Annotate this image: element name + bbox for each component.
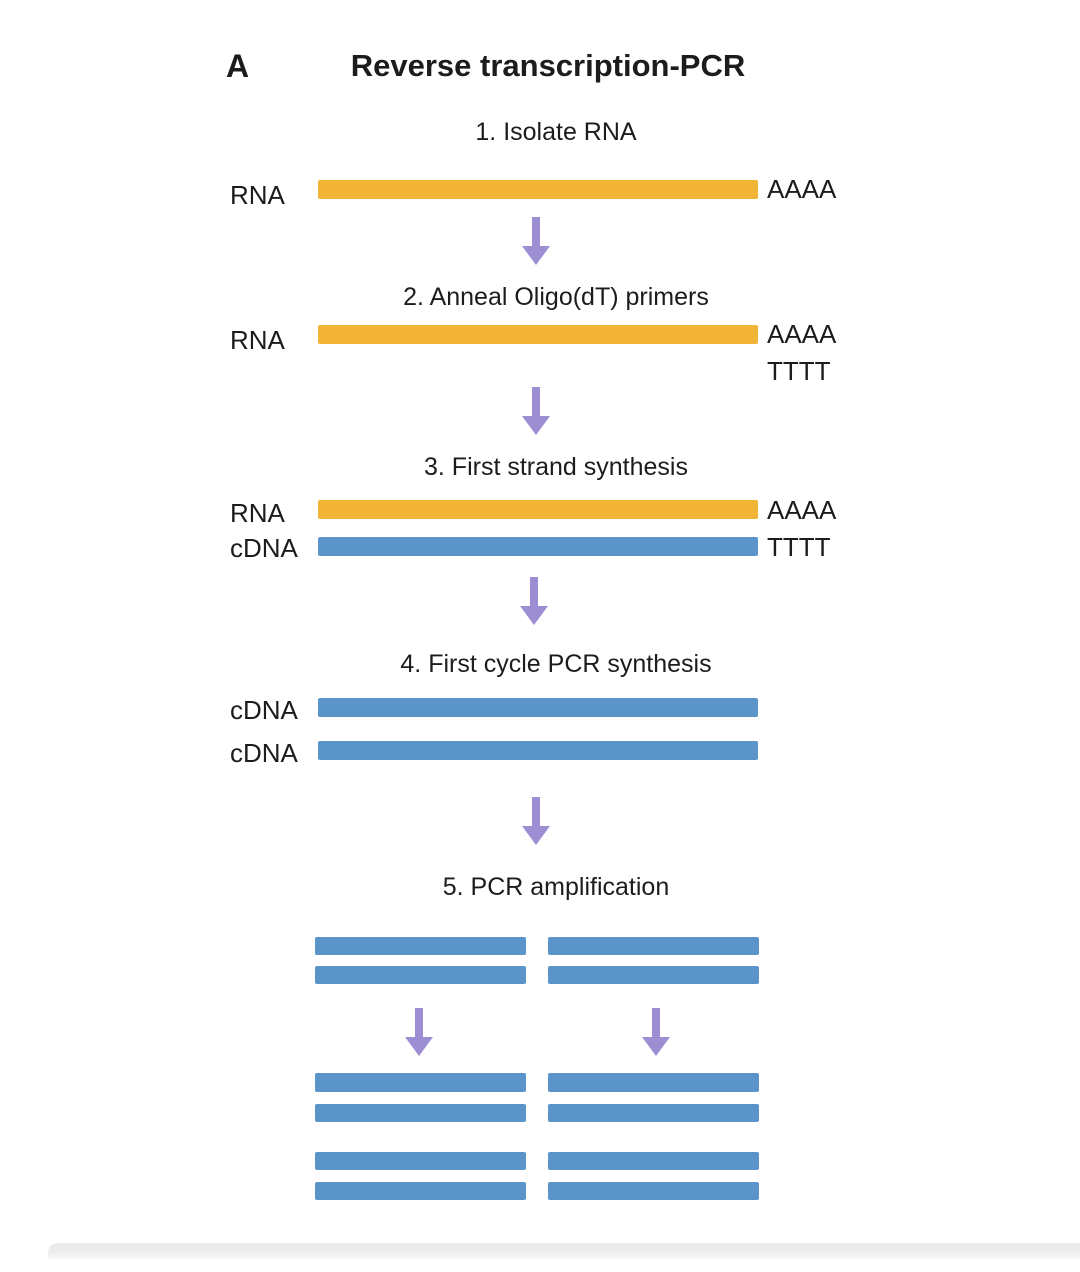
step5-topright-bar-1 xyxy=(548,937,759,955)
step3-polyA-tail: AAAA xyxy=(767,495,837,525)
arrow-head xyxy=(522,826,550,845)
arrow-stem xyxy=(532,387,540,416)
step4-cdna2-strand-bar xyxy=(318,741,758,760)
step2-rna-label: RNA xyxy=(230,325,285,355)
down-arrow-4 xyxy=(522,797,550,845)
step3-title: 3. First strand synthesis xyxy=(424,453,688,481)
step5-bottomright-bar-4 xyxy=(548,1182,759,1200)
arrow-head xyxy=(520,606,548,625)
step5-title: 5. PCR amplification xyxy=(442,873,670,901)
arrow-stem xyxy=(652,1008,660,1037)
arrow-head xyxy=(522,416,550,435)
step5-bottomleft-bar-4 xyxy=(315,1182,526,1200)
arrow-stem xyxy=(532,797,540,826)
step1-rna-strand-bar xyxy=(318,180,758,199)
down-arrow-1 xyxy=(522,217,550,265)
arrow-head xyxy=(642,1037,670,1056)
step2-oligodT-primer: TTTT xyxy=(767,356,831,386)
arrow-head xyxy=(522,246,550,265)
step4-cdna2-label: cDNA xyxy=(230,738,298,768)
panel-letter: A xyxy=(226,48,250,84)
step5-bottomleft-bar-1 xyxy=(315,1073,526,1092)
step5-bottomleft-bar-3 xyxy=(315,1152,526,1170)
arrow-stem xyxy=(532,217,540,246)
step4-cdna1-label: cDNA xyxy=(230,695,298,725)
diagram-title: Reverse transcription-PCR xyxy=(350,48,746,83)
step2-rna-strand-bar xyxy=(318,325,758,344)
step5-topleft-bar-1 xyxy=(315,937,526,955)
step3-cdna-label: cDNA xyxy=(230,533,298,563)
step2-polyA-tail: AAAA xyxy=(767,319,837,349)
arrow-stem xyxy=(415,1008,423,1037)
step2-title: 2. Anneal Oligo(dT) primers xyxy=(403,283,709,311)
step3-polyT-tail: TTTT xyxy=(767,532,831,562)
arrow-stem xyxy=(530,577,538,606)
step1-rna-label: RNA xyxy=(230,180,285,210)
down-arrow-3 xyxy=(520,577,548,625)
down-arrow-5-right xyxy=(642,1008,670,1056)
step5-bottomright-bar-3 xyxy=(548,1152,759,1170)
step5-bottomleft-bar-2 xyxy=(315,1104,526,1122)
step4-title: 4. First cycle PCR synthesis xyxy=(400,650,712,678)
step5-topright-bar-2 xyxy=(548,966,759,984)
step5-bottomright-bar-1 xyxy=(548,1073,759,1092)
step3-rna-strand-bar xyxy=(318,500,758,519)
down-arrow-5-left xyxy=(405,1008,433,1056)
step1-title: 1. Isolate RNA xyxy=(475,118,637,146)
bottom-panel-divider xyxy=(48,1243,1080,1259)
step3-rna-label: RNA xyxy=(230,498,285,528)
step4-cdna1-strand-bar xyxy=(318,698,758,717)
step3-cdna-strand-bar xyxy=(318,537,758,556)
step1-polyA-tail: AAAA xyxy=(767,174,837,204)
down-arrow-2 xyxy=(522,387,550,435)
step5-bottomright-bar-2 xyxy=(548,1104,759,1122)
arrow-head xyxy=(405,1037,433,1056)
step5-topleft-bar-2 xyxy=(315,966,526,984)
